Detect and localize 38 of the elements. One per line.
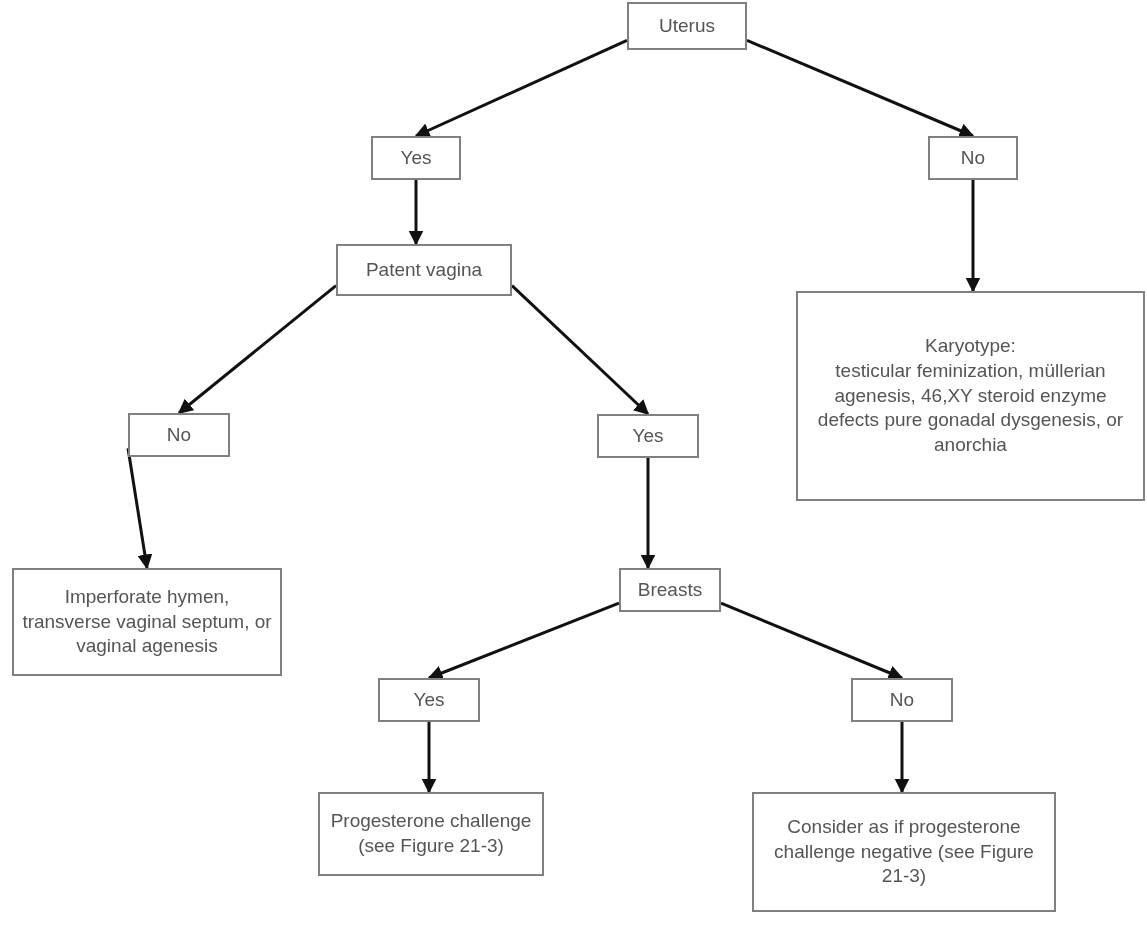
arrow <box>427 601 620 681</box>
box-text: No <box>960 145 986 170</box>
box-heading: Karyotype: <box>925 334 1016 359</box>
box-text: Yes <box>400 145 432 170</box>
decision-box <box>378 678 480 722</box>
arrow <box>965 180 981 293</box>
arrow <box>414 39 628 138</box>
decision-box <box>318 792 544 876</box>
arrow <box>894 722 910 794</box>
arrow <box>421 722 437 794</box>
arrow <box>126 447 153 570</box>
decision-box <box>336 244 512 296</box>
decision-box <box>752 792 1056 912</box>
box-text: Uterus <box>659 13 715 38</box>
decision-box <box>12 568 282 676</box>
arrow <box>720 601 904 680</box>
arrow <box>177 284 337 415</box>
box-text: Breasts <box>637 577 703 602</box>
box-text: No <box>166 422 192 447</box>
decision-box <box>371 136 461 180</box>
box-text: Yes <box>632 423 664 448</box>
box-text: testicular feminization, müllerian agenesis, 46,XY steroid enzyme defects pure gonadal dysgenesis, or anorchia <box>816 358 1125 458</box>
decision-box <box>128 413 230 457</box>
box-text: Progesterone challenge (see Figure 21-3) <box>329 809 533 858</box>
box-text: Yes <box>413 687 445 712</box>
arrow <box>408 180 424 246</box>
box-text: No <box>889 687 915 712</box>
arrow <box>746 39 975 138</box>
decision-box <box>851 678 953 722</box>
decision-box <box>627 2 747 50</box>
decision-box <box>928 136 1018 180</box>
box-text: Imperforate hymen, transverse vaginal septum, or vaginal agenesis <box>21 584 273 659</box>
box-text: Consider as if progesterone challenge negative (see Figure 21-3) <box>773 814 1035 889</box>
decision-box <box>619 568 721 612</box>
arrow <box>640 458 656 570</box>
box-text: Patent vagina <box>365 257 483 282</box>
decision-box <box>597 414 699 458</box>
decision-box <box>796 291 1145 501</box>
